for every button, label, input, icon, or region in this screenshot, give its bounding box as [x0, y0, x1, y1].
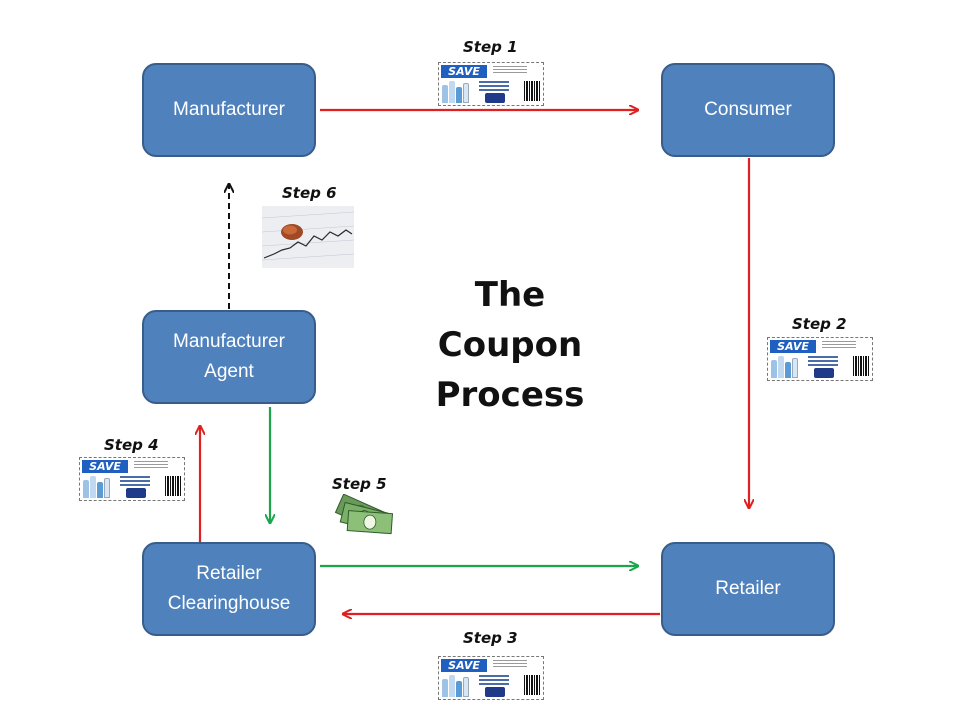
- title-line-2: Coupon: [437, 325, 583, 365]
- coupon-save-text: SAVE 75¢: [441, 65, 487, 91]
- node-retailer: Retailer: [661, 542, 835, 636]
- step-4-label: Step 4: [104, 436, 159, 454]
- stock-chart-coin-image: [262, 206, 354, 268]
- coupon-step-1-image: SAVE 75¢: [438, 62, 544, 106]
- node-manufacturer: Manufacturer: [142, 63, 316, 157]
- coupon-save-text: SAVE 75¢: [441, 659, 487, 685]
- step-2-label: Step 2: [792, 315, 847, 333]
- coupon-save-text: SAVE 75¢: [82, 460, 128, 486]
- node-consumer: Consumer: [661, 63, 835, 157]
- node-retailer-clearinghouse: Retailer Clearinghouse: [142, 542, 316, 636]
- coupon-step-4-image: SAVE 75¢: [79, 457, 185, 501]
- title-line-1: The: [474, 275, 546, 315]
- cash-bills-image: [328, 493, 398, 540]
- coupon-save-text: SAVE 75¢: [770, 340, 816, 366]
- step-6-label: Step 6: [282, 184, 337, 202]
- title-line-3: Process: [435, 375, 585, 415]
- coupon-step-2-image: SAVE 75¢: [767, 337, 873, 381]
- node-manufacturer-agent: Manufacturer Agent: [142, 310, 316, 404]
- step-1-label: Step 1: [463, 38, 518, 56]
- diagram-title: The Coupon Process: [420, 270, 600, 420]
- step-5-label: Step 5: [332, 475, 387, 493]
- coupon-step-3-image: SAVE 75¢: [438, 656, 544, 700]
- step-3-label: Step 3: [463, 629, 518, 647]
